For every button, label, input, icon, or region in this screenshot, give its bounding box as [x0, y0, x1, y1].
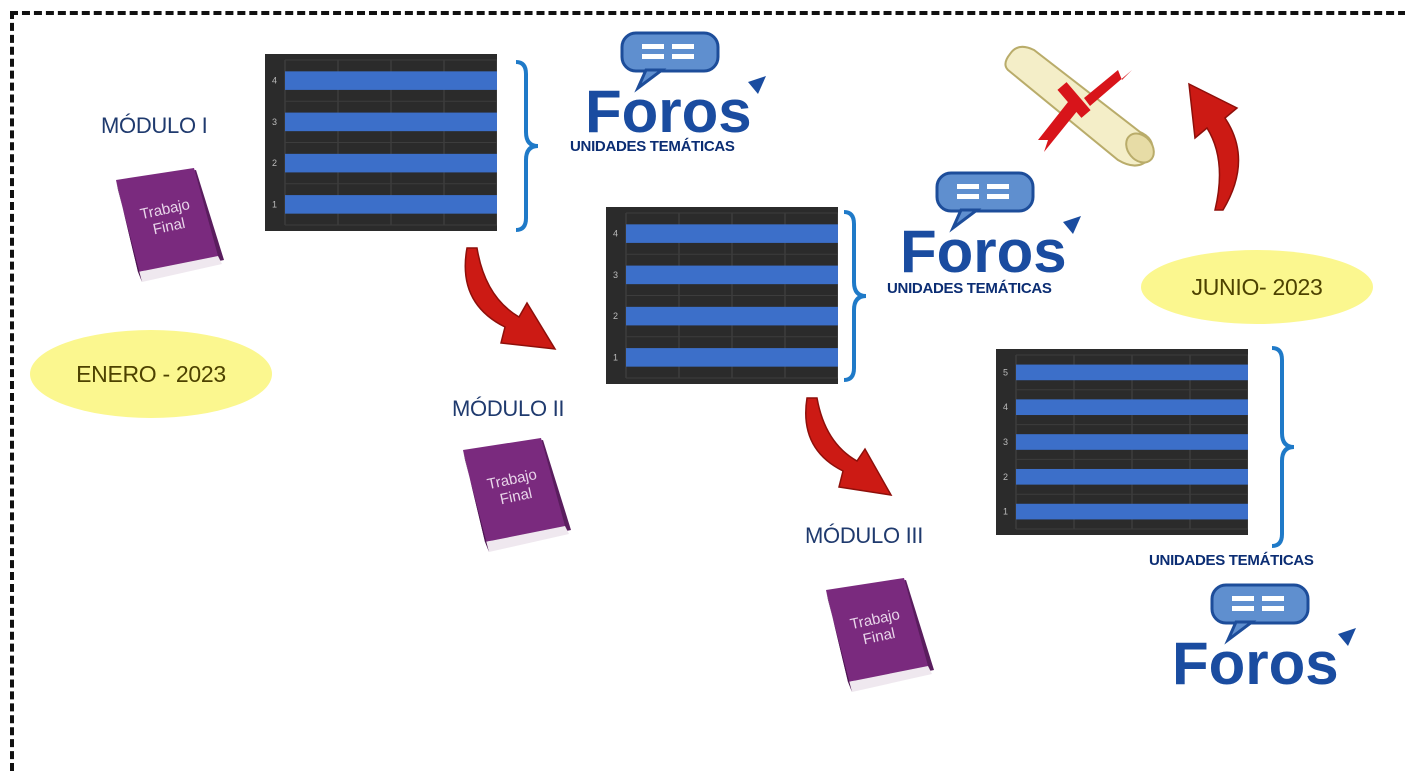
tick-label-1: 1	[1003, 507, 1008, 517]
red-arrow-icon	[1188, 82, 1240, 211]
units-label-1: UNIDADES TEMÁTICAS	[570, 138, 735, 155]
forum-word: Foros	[585, 78, 752, 142]
units-label-3: UNIDADES TEMÁTICAS	[1149, 552, 1314, 569]
start-date-label: ENERO - 2023	[76, 360, 226, 387]
tick-label-2: 2	[272, 158, 277, 168]
bar-2	[285, 153, 497, 173]
tick-label-2: 2	[613, 311, 618, 321]
bar-4	[285, 71, 497, 90]
bar-1	[626, 348, 838, 367]
tick-label-4: 4	[1003, 402, 1008, 412]
bar-2	[1016, 468, 1248, 485]
units-chart-3: 1 2 3 4 5	[996, 349, 1248, 535]
bar-4	[626, 224, 838, 243]
book-text-line2: Final	[861, 625, 896, 648]
book-icon: Trabajo Final	[826, 578, 934, 692]
book-text-line2: Final	[151, 215, 186, 238]
forum-word: Foros	[1172, 630, 1339, 694]
end-date-label: JUNIO- 2023	[1191, 273, 1323, 300]
end-date-oval: JUNIO- 2023	[1141, 250, 1373, 324]
book-icon: Trabajo Final	[463, 438, 571, 552]
diploma-icon	[1004, 45, 1155, 167]
tick-label-4: 4	[272, 76, 277, 86]
bar-5	[1016, 364, 1248, 381]
brace-icon	[515, 60, 539, 232]
bar-4	[1016, 399, 1248, 416]
tick-label-3: 3	[613, 270, 618, 280]
brace-icon	[1271, 346, 1295, 548]
start-date-oval: ENERO - 2023	[30, 330, 272, 418]
units-label-2: UNIDADES TEMÁTICAS	[887, 280, 1052, 297]
module-2-title: MÓDULO II	[452, 396, 565, 421]
tick-label-1: 1	[613, 352, 618, 362]
dashed-frame	[10, 11, 1405, 771]
forum-logo-icon: Foros	[1172, 583, 1356, 694]
bar-3	[1016, 434, 1248, 450]
bar-1	[1016, 503, 1248, 520]
bar-1	[285, 195, 497, 214]
bar-2	[626, 306, 838, 326]
units-chart-1: 1 2 3 4	[265, 54, 497, 231]
units-chart-2: 1 2 3 4	[606, 207, 838, 384]
tick-label-2: 2	[1003, 472, 1008, 482]
forum-logo-icon: Foros	[585, 31, 766, 142]
forum-word: Foros	[900, 218, 1067, 282]
red-arrow-icon	[805, 397, 893, 496]
bar-3	[285, 112, 497, 132]
tick-label-5: 5	[1003, 367, 1008, 377]
module-3-title: MÓDULO III	[805, 523, 924, 548]
tick-label-4: 4	[613, 229, 618, 239]
red-arrow-icon	[464, 247, 557, 350]
brace-icon	[843, 210, 867, 382]
tick-label-3: 3	[272, 117, 277, 127]
book-icon: Trabajo Final	[116, 168, 224, 282]
book-text-line2: Final	[498, 485, 533, 508]
forum-logo-icon: Foros	[900, 171, 1081, 282]
tick-label-1: 1	[272, 199, 277, 209]
tick-label-3: 3	[1003, 437, 1008, 447]
bar-3	[626, 265, 838, 285]
module-1-title: MÓDULO I	[101, 113, 208, 138]
